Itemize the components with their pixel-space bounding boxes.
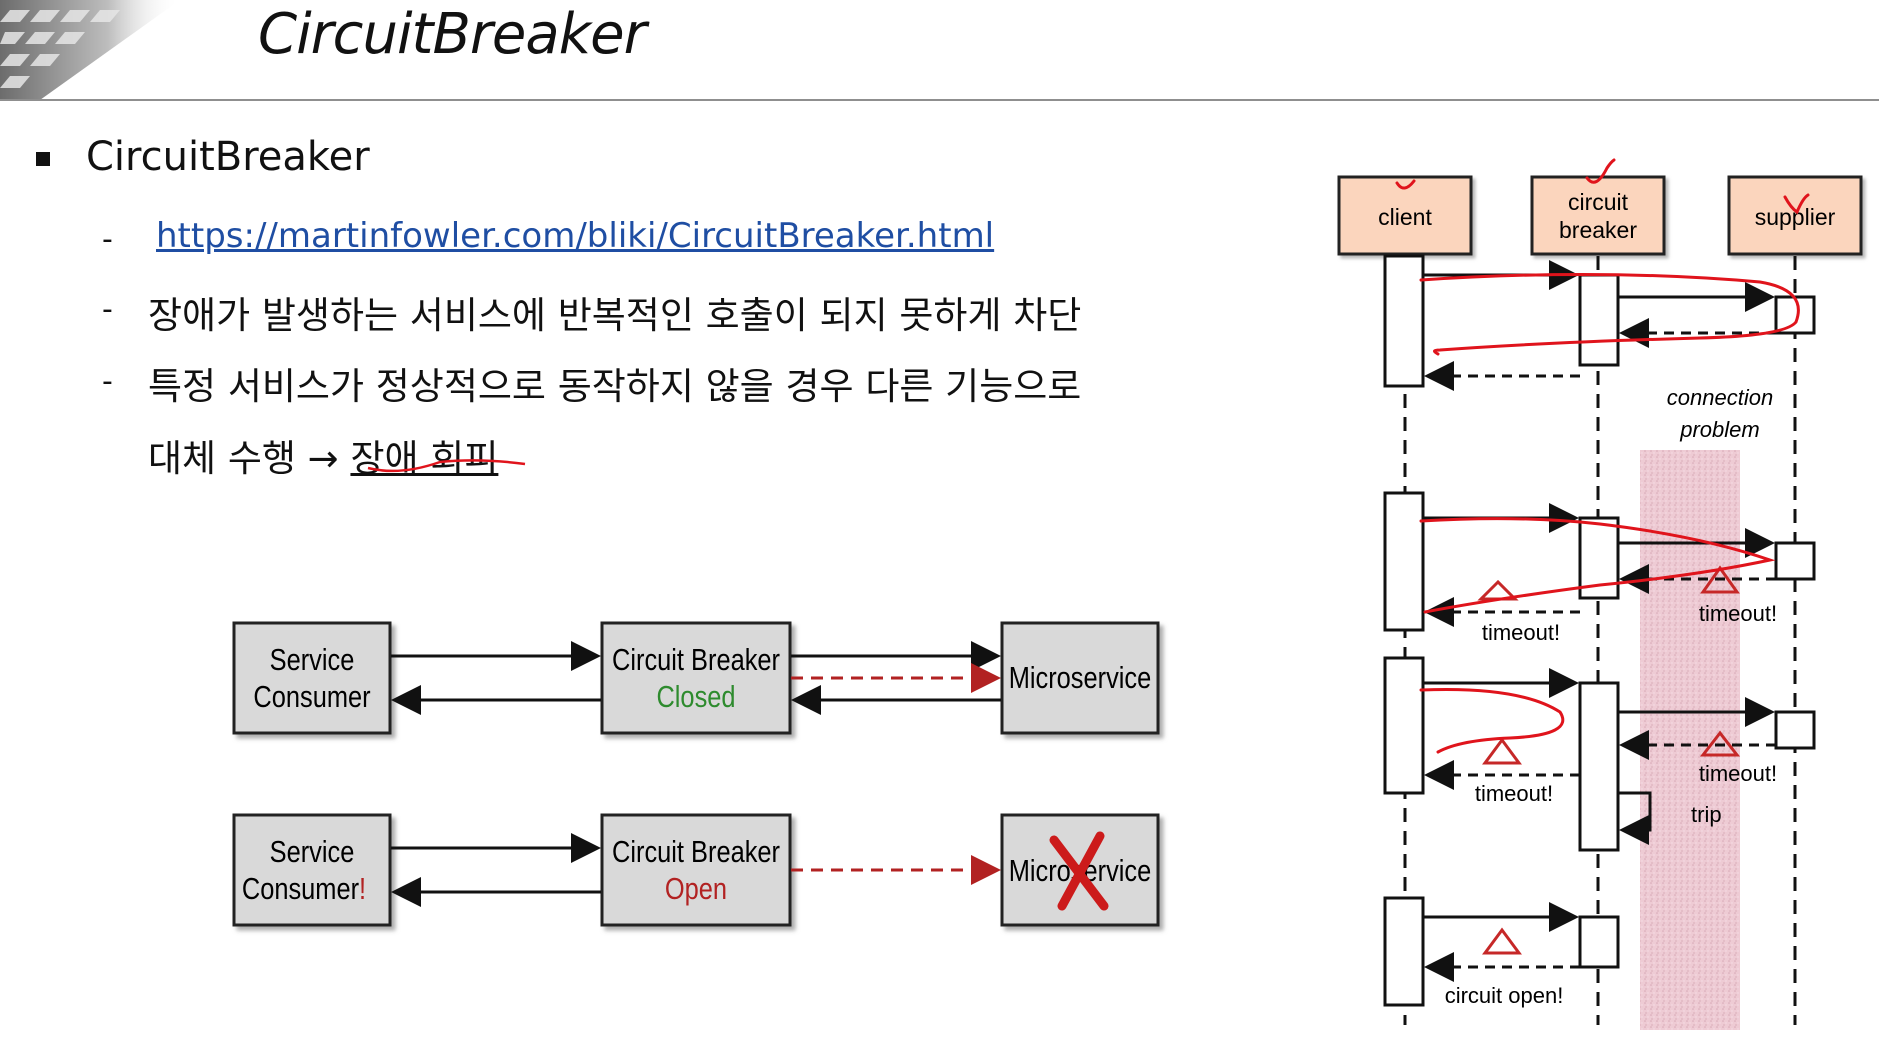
consumer-alert-mark: ! — [359, 872, 366, 907]
martinfowler-link[interactable]: https://martinfowler.com/bliki/CircuitBr… — [156, 216, 995, 256]
handwritten-annotations — [1395, 158, 1810, 754]
consumer-label-line2: Consumer — [242, 872, 359, 907]
breaker-state-closed: Closed — [656, 680, 735, 715]
circuit-breaker-open-box — [600, 813, 792, 927]
title-divider — [0, 99, 1879, 101]
consumer-label-line2-group: Consumer! — [242, 872, 366, 907]
consumer-label-line2: Consumer — [253, 680, 370, 715]
failure-x-icon — [1049, 831, 1109, 911]
breaker-label: Circuit Breaker — [612, 643, 780, 678]
actor-cb-label-line1: circuit — [1568, 189, 1629, 215]
actor-client-box — [1337, 175, 1473, 256]
timeout-label: timeout! — [1699, 761, 1777, 786]
connection-problem-label-1: connection — [1667, 385, 1773, 410]
trip-label: trip — [1691, 802, 1722, 827]
service-consumer-box-open — [232, 813, 392, 927]
actor-cb-label-line2: breaker — [1559, 217, 1637, 243]
header-keyboard-image — [0, 0, 270, 100]
description-line-2: 특정 서비스가 정상적으로 동작하지 않을 경우 다른 기능으로 — [148, 365, 1082, 408]
breaker-state-open: Open — [665, 872, 727, 907]
bullet-square-icon — [36, 152, 50, 166]
service-consumer-box — [232, 621, 392, 735]
consumer-label-line1: Service — [270, 835, 355, 870]
actor-supplier-label: supplier — [1755, 204, 1836, 230]
actor-client-label: client — [1378, 204, 1432, 230]
timeout-label: timeout! — [1475, 781, 1553, 806]
bullet-heading: CircuitBreaker — [86, 134, 370, 180]
timeout-label: timeout! — [1699, 601, 1777, 626]
circuit-open-label: circuit open! — [1445, 983, 1564, 1008]
timeout-triangle-icons — [1477, 565, 1741, 955]
line-3-prefix: 대체 수행 → — [148, 437, 351, 480]
messages — [1423, 260, 1776, 982]
breaker-label: Circuit Breaker — [612, 835, 780, 870]
microservice-box — [1000, 621, 1160, 735]
activation-bars — [1383, 254, 1816, 1007]
description-line-3: 대체 수행 → 장애 회피 — [148, 428, 498, 482]
actor-circuit-breaker-box — [1530, 175, 1666, 256]
dash-marker: - — [102, 364, 113, 399]
connection-problem-label-2: problem — [1679, 417, 1759, 442]
dash-marker: - — [102, 222, 113, 257]
line-3-emphasis: 장애 회피 — [350, 437, 499, 480]
slide-title: CircuitBreaker — [258, 2, 647, 67]
timeout-label: timeout! — [1482, 620, 1560, 645]
circuit-breaker-closed-box — [600, 621, 792, 735]
actor-supplier-box — [1727, 175, 1863, 256]
consumer-label-line1: Service — [270, 643, 355, 678]
dash-marker: - — [102, 292, 113, 327]
microservice-label: Microservice — [1009, 661, 1152, 696]
description-line-1: 장애가 발생하는 서비스에 반복적인 호출이 되지 못하게 차단 — [148, 294, 1082, 337]
